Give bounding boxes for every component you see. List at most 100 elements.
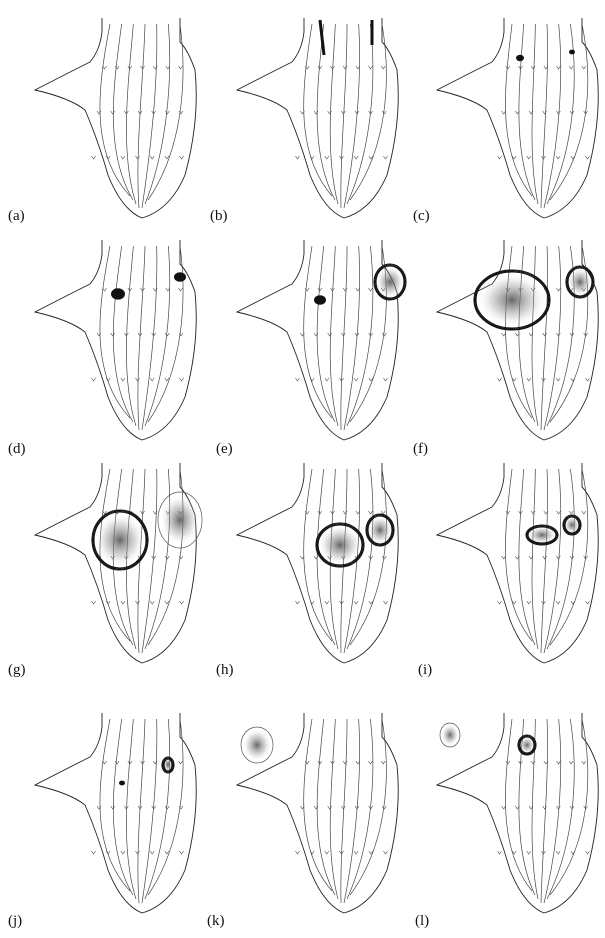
streamline-arrow <box>556 111 560 114</box>
panel-b <box>237 18 398 218</box>
streamline-arrow <box>121 851 125 854</box>
streamline-arrow <box>92 851 96 854</box>
panel-j <box>35 713 196 913</box>
streamline-arrow <box>569 66 573 69</box>
streamline-arrow <box>179 761 183 764</box>
streamline-arrow <box>557 66 561 69</box>
streamline-arrow <box>106 156 110 159</box>
streamline-arrow <box>531 761 535 764</box>
streamline-arrow <box>141 66 145 69</box>
streamline-arrow <box>124 333 128 336</box>
streamline <box>550 719 588 895</box>
streamline-arrow <box>150 601 154 604</box>
streamline-arrow <box>369 761 373 764</box>
panel-h <box>237 463 398 663</box>
streamline-arrow <box>557 288 561 291</box>
streamline <box>550 469 588 645</box>
streamline-arrow <box>586 851 590 854</box>
streamline-arrow <box>498 601 502 604</box>
vortex-core <box>314 295 326 305</box>
streamline-arrow <box>141 288 145 291</box>
streamline-arrow <box>586 156 590 159</box>
streamline-arrow <box>97 806 101 809</box>
streamline <box>541 469 548 653</box>
streamline-arrow <box>124 111 128 114</box>
ventricle-outline <box>437 18 598 218</box>
streamline <box>544 719 561 903</box>
streamline-arrow <box>141 761 145 764</box>
streamline-arrow <box>384 851 388 854</box>
streamline-arrow <box>569 511 573 514</box>
streamline-arrow <box>556 556 560 559</box>
streamline <box>113 246 133 422</box>
streamline-arrow <box>180 156 184 159</box>
panel-label-c: (c) <box>413 208 430 225</box>
streamline-arrow <box>369 288 373 291</box>
streamline <box>100 719 130 891</box>
streamline-arrow <box>556 806 560 809</box>
streamline-arrow <box>111 111 115 114</box>
ventricle-outline <box>237 463 398 663</box>
streamline-arrow <box>384 156 388 159</box>
ventricle-outline <box>35 18 196 218</box>
streamline-arrow <box>369 66 373 69</box>
streamline <box>550 24 588 200</box>
streamline-arrow <box>582 66 586 69</box>
streamline-arrow <box>296 378 300 381</box>
panel-label-d: (d) <box>8 441 26 458</box>
streamline-arrow <box>341 806 345 809</box>
streamline-arrow <box>136 851 140 854</box>
vortex-core <box>478 273 546 327</box>
streamline-arrow <box>527 378 531 381</box>
streamline <box>304 246 332 418</box>
streamline-arrow <box>136 156 140 159</box>
ventricle-outline <box>237 18 398 218</box>
streamline-arrow <box>141 511 145 514</box>
panel-d <box>35 240 196 440</box>
streamline-arrow <box>502 806 506 809</box>
streamline-arrow <box>150 156 154 159</box>
streamline-arrow <box>165 851 169 854</box>
streamline-arrow <box>369 511 373 514</box>
vortex-core <box>95 513 145 567</box>
ventricle-outline <box>237 240 398 440</box>
streamline-arrow <box>296 156 300 159</box>
streamline-arrow <box>527 601 531 604</box>
streamline-arrow <box>325 156 329 159</box>
streamline <box>113 719 133 895</box>
panel-label-e: (e) <box>216 441 233 458</box>
streamline <box>304 719 332 891</box>
vortex-core <box>119 781 125 786</box>
streamline <box>142 469 157 653</box>
streamline-arrow <box>325 601 329 604</box>
streamline-arrow <box>115 66 119 69</box>
streamline-arrow <box>502 111 506 114</box>
panel-f <box>437 240 598 440</box>
streamline-arrow <box>506 511 510 514</box>
streamline-arrow <box>557 511 561 514</box>
streamline-arrow <box>543 806 547 809</box>
streamline-arrow <box>531 66 535 69</box>
streamline-arrow <box>556 333 560 336</box>
streamline <box>145 719 170 899</box>
streamline-arrow <box>296 851 300 854</box>
streamline-arrow <box>150 851 154 854</box>
streamline-arrow <box>381 66 385 69</box>
vortex-core <box>569 50 575 55</box>
streamline-arrow <box>543 556 547 559</box>
streamline <box>532 246 538 426</box>
streamline <box>145 469 170 649</box>
streamline-arrow <box>179 288 183 291</box>
streamline-arrow <box>582 761 586 764</box>
streamline-arrow <box>106 851 110 854</box>
streamline-arrow <box>180 378 184 381</box>
streamline-arrow <box>165 556 169 559</box>
streamline <box>541 719 548 903</box>
panel-k <box>237 713 398 913</box>
vortex-core <box>174 272 186 282</box>
vortex-core <box>516 55 524 61</box>
streamline-arrow <box>121 378 125 381</box>
streamline-arrow <box>543 333 547 336</box>
panel-c <box>437 18 598 218</box>
